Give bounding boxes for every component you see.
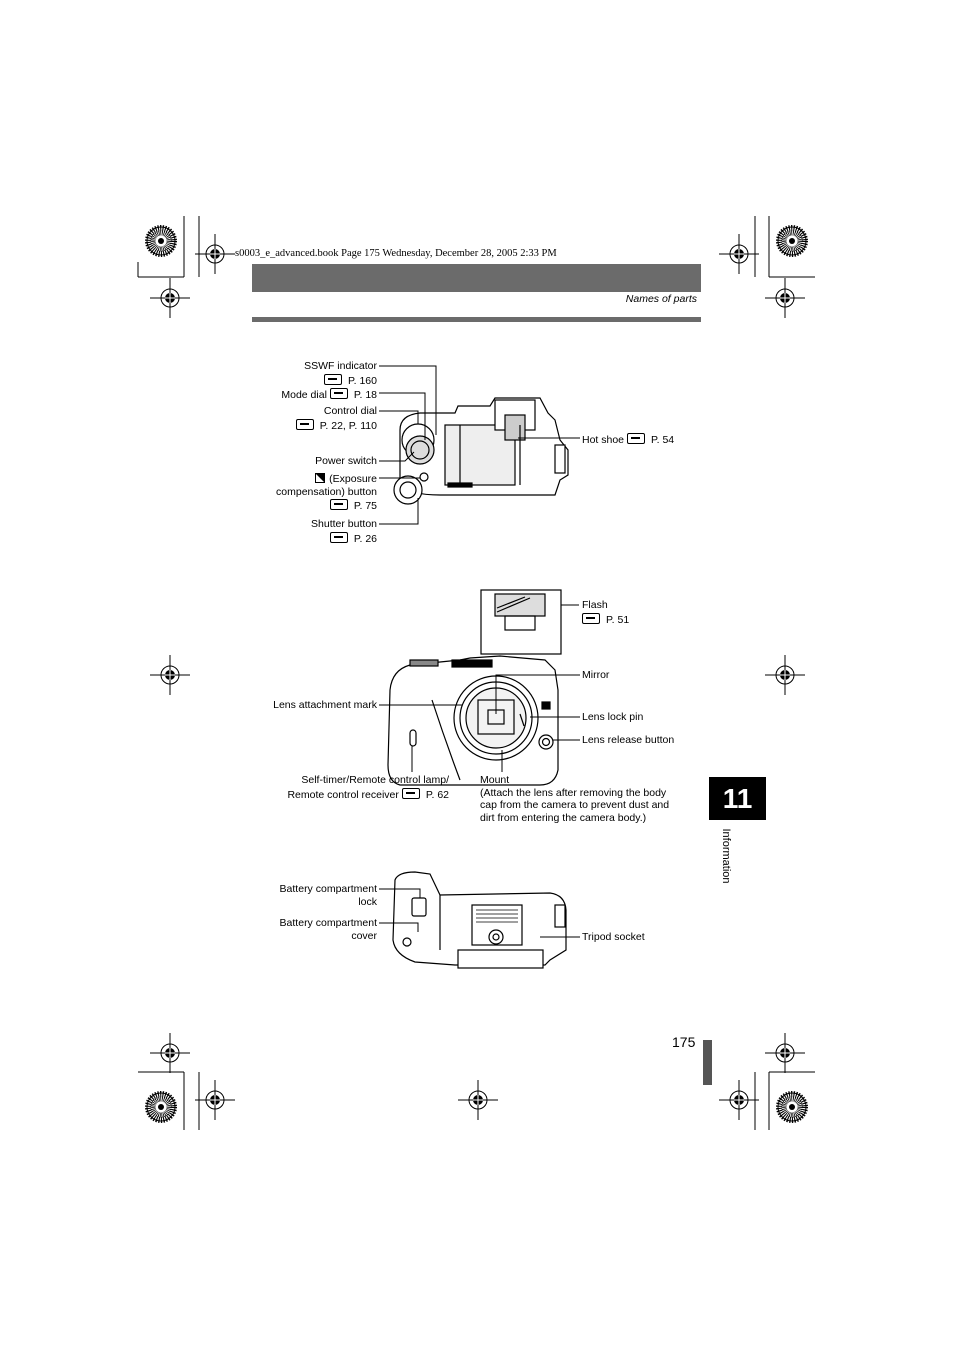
page-number: 175 (672, 1034, 696, 1050)
camera-bottom-view (392, 871, 567, 969)
chapter-number: 11 (722, 783, 753, 814)
label-exposure-button: (Exposure compensation) button P. 75 (276, 473, 377, 512)
label-battery-compartment-lock: Battery compartment lock (279, 883, 377, 908)
pointing-hand-icon (626, 433, 645, 444)
label-lens-release-button: Lens release button (582, 734, 675, 746)
label-mount: Mount (Attach the lens after removing th… (480, 774, 670, 824)
print-info: s0003_e_advanced.book Page 175 Wednesday… (235, 248, 557, 259)
section-title: Names of parts (625, 293, 697, 305)
chapter-tab-box (709, 777, 766, 820)
label-tripod-socket: Tripod socket (582, 931, 645, 943)
label-self-timer-lamp: Self-timer/Remote control lamp/ Remote c… (287, 774, 449, 801)
label-mode-dial: Mode dial P. 18 (281, 388, 377, 401)
label-shutter-button: Shutter button P. 26 (311, 518, 377, 545)
label-sswf-indicator: SSWF indicator P. 160 (304, 360, 377, 387)
header-rule (252, 317, 701, 322)
label-flash: Flash P. 51 (582, 599, 630, 626)
label-power-switch: Power switch (315, 455, 377, 467)
label-mirror: Mirror (582, 669, 610, 681)
crop-marks (137, 216, 815, 1130)
label-battery-compartment-cover: Battery compartment cover (279, 917, 377, 942)
label-hot-shoe: Hot shoe P. 54 (582, 433, 675, 446)
exposure-compensation-icon (315, 473, 326, 483)
label-control-dial: Control dial P. 22, P. 110 (295, 405, 377, 432)
camera-top-view (393, 397, 569, 505)
pointing-hand-icon (329, 388, 348, 399)
pointing-hand-icon (329, 531, 348, 543)
label-lens-lock-pin: Lens lock pin (582, 711, 644, 723)
chapter-label: Information (720, 828, 732, 884)
pointing-hand-icon (582, 612, 600, 624)
header-bar (252, 264, 701, 292)
page-marker-bar (703, 1040, 712, 1085)
callout-lines (379, 365, 580, 938)
pointing-hand-icon (329, 499, 348, 510)
chapter-label-wrap: Information (719, 826, 733, 888)
camera-front-view (387, 589, 562, 786)
label-lens-attachment-mark: Lens attachment mark (273, 699, 377, 711)
pointing-hand-icon (295, 418, 314, 430)
pointing-hand-icon (401, 787, 420, 799)
pointing-hand-icon (323, 373, 342, 385)
